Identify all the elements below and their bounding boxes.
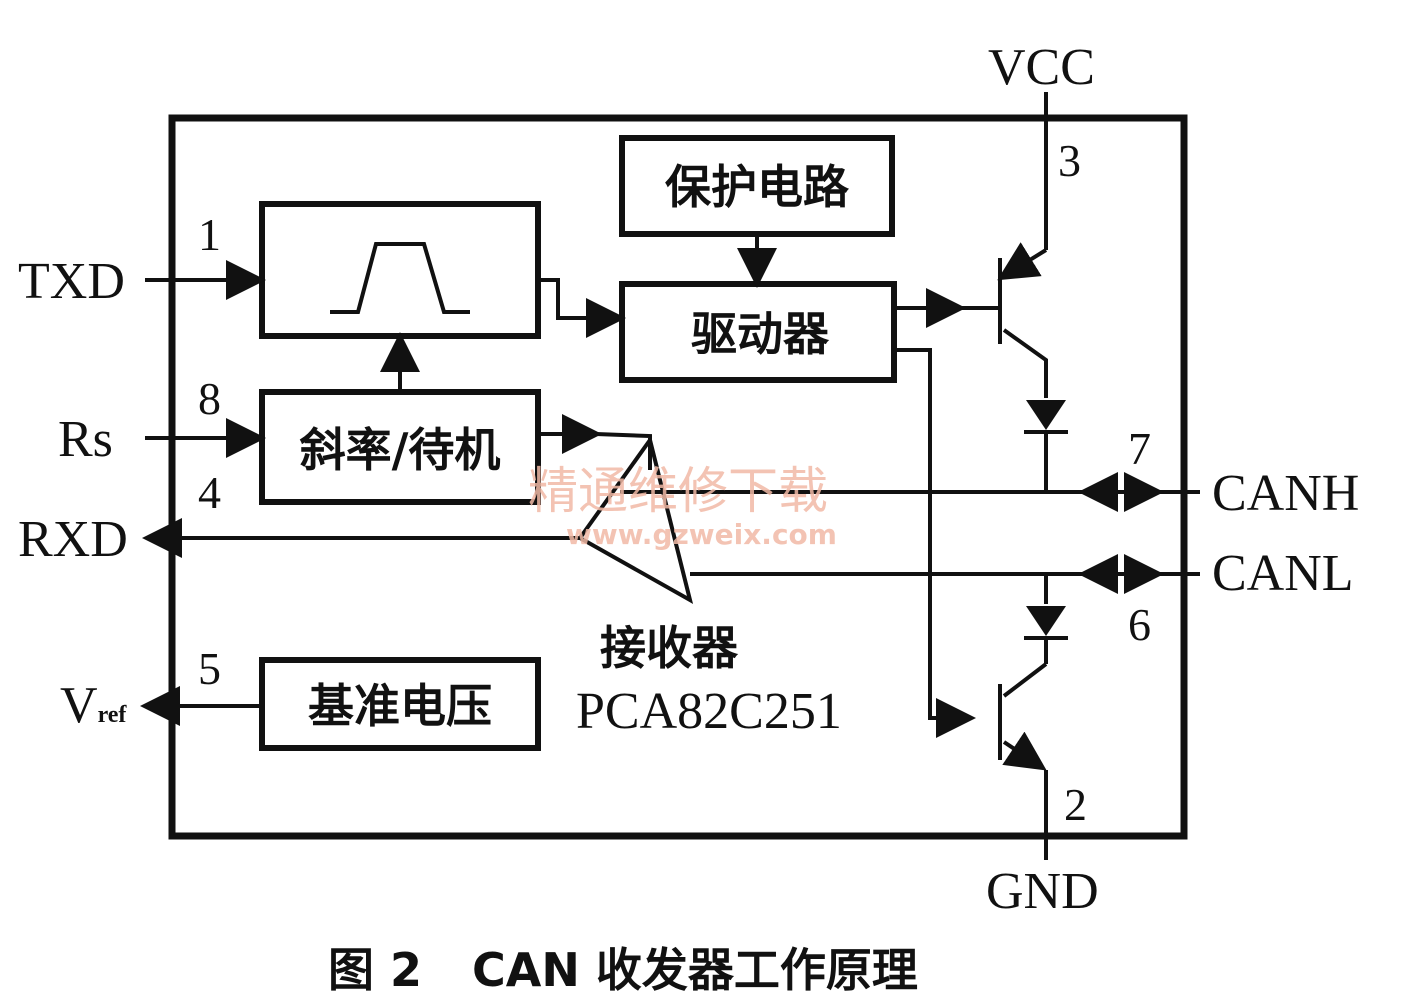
slope-standby-label: 斜率/待机 [300,423,501,477]
watermark-url: www.gzweix.com [566,518,837,551]
pulse-shaper-block [259,201,541,339]
pin-gnd-label: GND [986,863,1099,920]
pin-number-6: 6 [1128,599,1151,650]
pin-vcc-label: VCC [988,39,1095,96]
wires [140,92,1200,860]
pin-canl-label: CANL [1212,545,1354,602]
lower-transistor-icon [998,662,1048,771]
upper-diode-icon [1024,400,1068,492]
protection-block: 保护电路 [619,135,895,237]
protection-label: 保护电路 [665,160,850,214]
upper-transistor-icon [962,242,1048,398]
slope-standby-block: 斜率/待机 [259,389,541,505]
pin-vref-label: Vref [60,677,127,734]
lower-diode-icon [1024,574,1068,664]
pin-number-7: 7 [1128,423,1151,474]
pin-txd-label: TXD [18,253,125,310]
receiver-comparator [577,435,694,605]
driver-block: 驱动器 [619,281,897,383]
chip-model-label: PCA82C251 [576,683,842,740]
pin-number-4: 4 [198,467,221,518]
driver-label: 驱动器 [691,307,830,361]
reference-voltage-block: 基准电压 [259,657,541,751]
reference-voltage-label: 基准电压 [308,679,492,733]
pin-number-1: 1 [198,209,221,260]
pin-number-8: 8 [198,373,221,424]
pin-rxd-label: RXD [18,511,128,568]
receiver-label: 接收器 [600,621,739,675]
pin-number-3: 3 [1058,135,1081,186]
chip-outline [168,114,1188,840]
watermark-cn: 精通维修下载 [528,462,828,520]
pin-rs-label: Rs [58,411,113,468]
pin-number-2: 2 [1064,779,1087,830]
pin-canh-label: CANH [1212,465,1359,522]
trapezoid-pulse-icon [330,242,470,314]
pin-number-5: 5 [198,643,221,694]
